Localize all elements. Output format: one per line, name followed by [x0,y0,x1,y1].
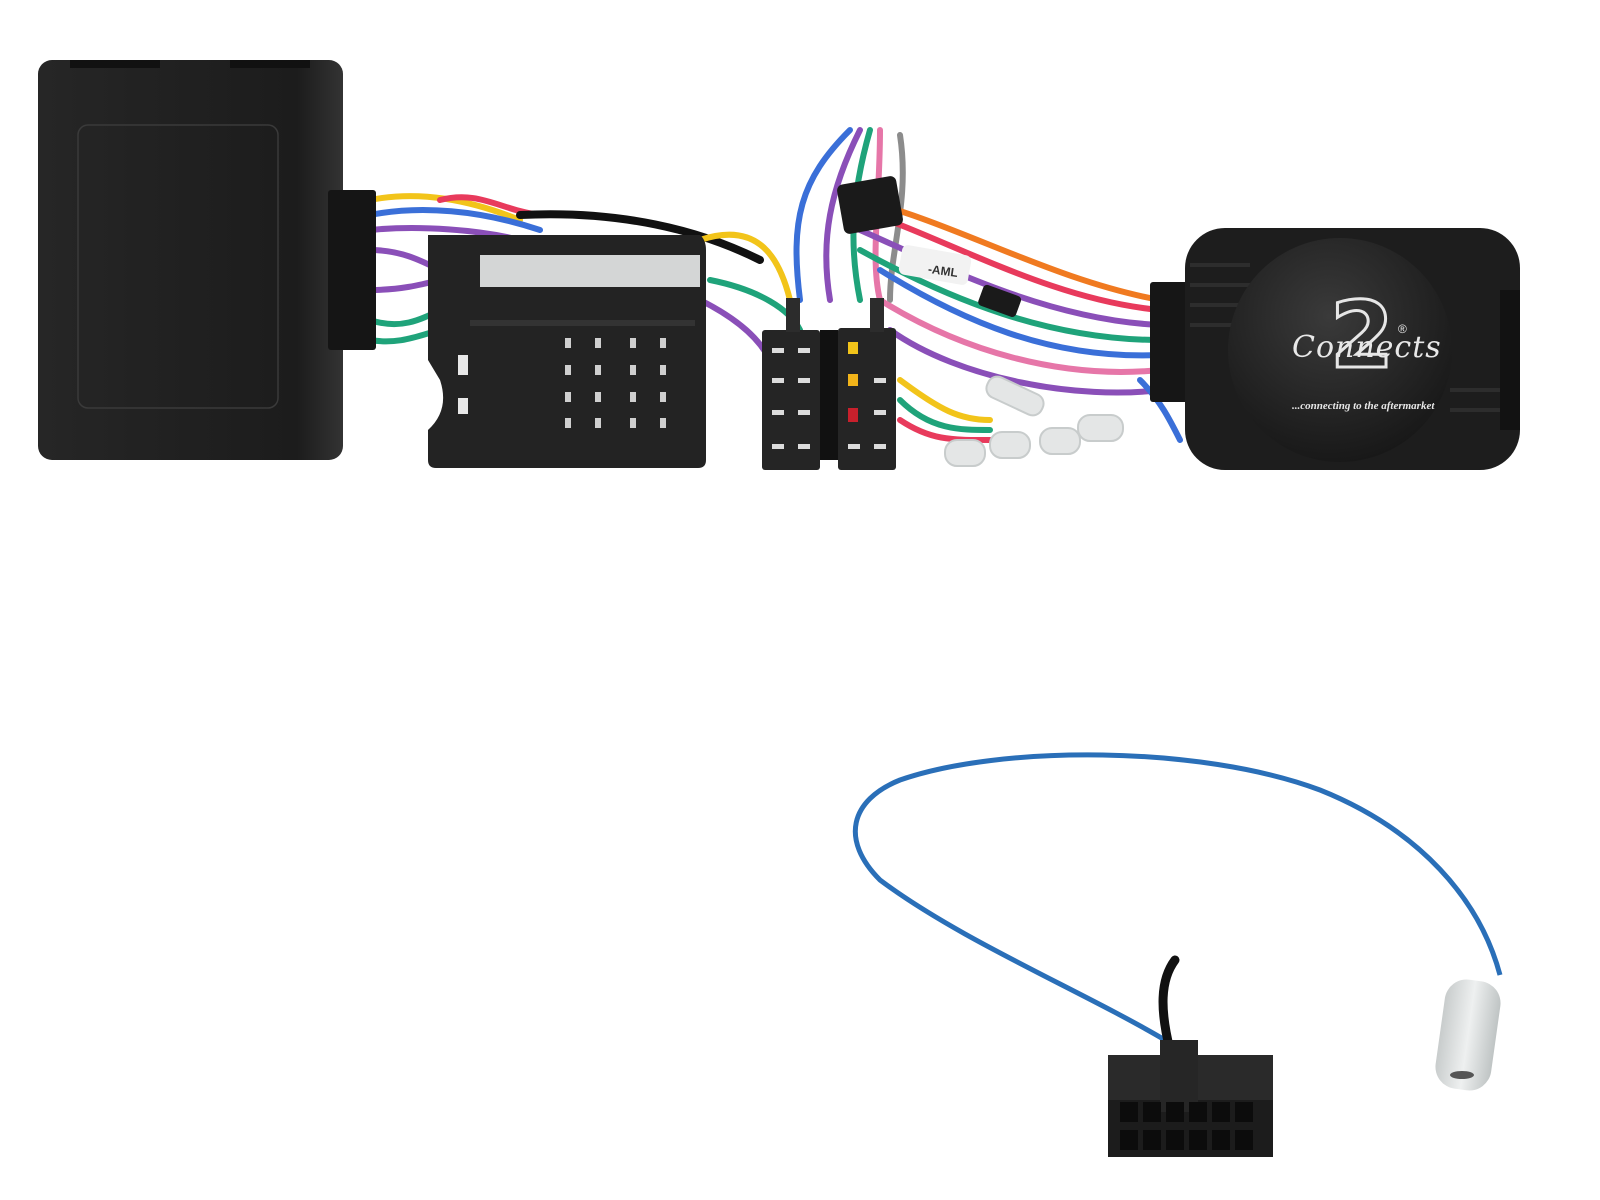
registered-mark: ® [1398,322,1407,336]
spade-terminals [944,375,1124,467]
quadlock-connector [428,235,706,468]
antenna-plug [1435,979,1501,1091]
wire-bundle [367,127,1183,443]
wire-clip [837,176,903,234]
brand-logo-number: 2 [1328,282,1395,389]
wire-label-sleeve [898,245,972,285]
patch-lead-connector [1108,1040,1273,1157]
interface-module-box [38,60,376,460]
brand-logo-script: Connects [1292,330,1442,365]
brand-tagline: ...connecting to the aftermarket [1292,400,1435,412]
iso-connector-pair [762,298,896,470]
patch-lead [852,752,1503,1055]
control-box [1150,228,1520,470]
